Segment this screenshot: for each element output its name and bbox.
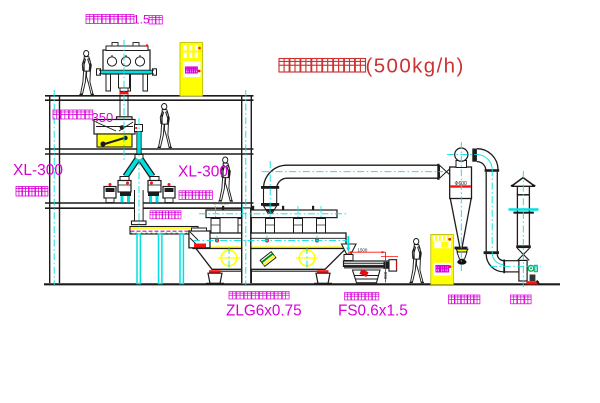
svg-text:XL-300: XL-300 xyxy=(178,164,228,181)
svg-text:1500: 1500 xyxy=(358,247,368,252)
svg-text:850: 850 xyxy=(383,271,388,279)
svg-text:FS0.6x1.5: FS0.6x1.5 xyxy=(338,303,408,320)
svg-text:2-M8x25: 2-M8x25 xyxy=(214,202,229,206)
svg-text:350: 350 xyxy=(92,110,114,125)
svg-text:ZLG6x0.75: ZLG6x0.75 xyxy=(226,303,302,320)
svg-text:(500kg/h): (500kg/h) xyxy=(366,55,465,78)
svg-text:Φ600: Φ600 xyxy=(455,181,468,187)
svg-text:XL-300: XL-300 xyxy=(13,162,63,179)
svg-text:1.5: 1.5 xyxy=(133,13,150,27)
